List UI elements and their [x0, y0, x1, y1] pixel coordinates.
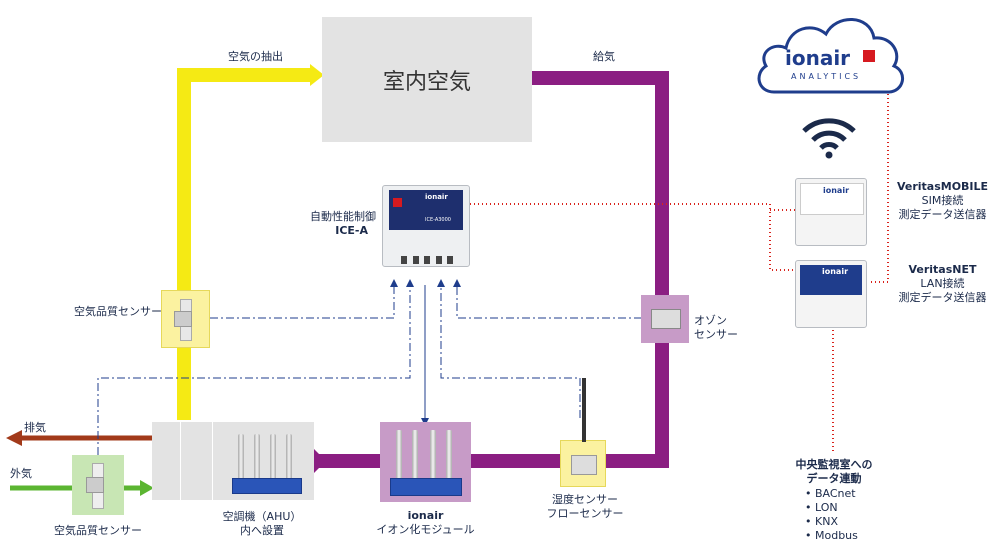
supply-label: 給気	[593, 50, 615, 63]
humidity-label-1: 湿度センサー	[552, 493, 618, 506]
extract-arrow	[310, 64, 324, 86]
exhaust-label: 排気	[24, 421, 46, 434]
veritas-net-line2: 測定データ送信器	[898, 291, 987, 304]
bms-protocol-item: • LON	[805, 501, 838, 514]
signal-ozone	[456, 285, 642, 319]
ahu-label-2: 内へ設置	[240, 524, 284, 537]
ozone-label-2: センサー	[694, 328, 738, 341]
iaq-sensor-top	[161, 290, 210, 348]
link-controller-mobile	[470, 203, 795, 271]
veritas-mobile-screen: ionair	[823, 186, 850, 195]
bms-title-2: データ連動	[806, 472, 862, 485]
humidity-flow-sensor	[560, 440, 606, 487]
ahu-ion-box	[232, 478, 302, 494]
bms-protocol-item: • Modbus	[805, 529, 858, 542]
iaq-sensor-top-label: 空気品質センサー	[74, 305, 162, 318]
bms-protocol-item: • BACnet	[805, 487, 856, 500]
veritas-net-line1: LAN接続	[920, 277, 965, 290]
signal-iaq-top	[210, 285, 395, 319]
extract-label: 空気の抽出	[228, 50, 283, 63]
bms-protocol-list: • BACnet • LON • KNX • Modbus	[805, 487, 858, 543]
veritas-mobile-title: VeritasMOBILE	[896, 180, 989, 193]
controller-connectors	[401, 256, 453, 264]
controller-device: ionair ICE-A3000	[382, 185, 470, 267]
cloud-logo-cube	[863, 50, 875, 62]
veritas-net-screen: ionair	[822, 267, 849, 276]
link-cloud-net	[868, 90, 889, 283]
ozone-label-1: オゾン	[694, 314, 727, 327]
controller-screen-model: ICE-A3000	[425, 217, 451, 223]
supply-duct	[532, 71, 669, 468]
indoor-air-box: 室内空気	[322, 17, 532, 142]
supply-arrow	[314, 449, 326, 473]
ozone-sensor	[641, 295, 689, 343]
signal-humidity	[440, 285, 581, 418]
indoor-air-label: 室内空気	[382, 69, 471, 95]
controller-red-indicator	[393, 198, 402, 207]
outside-label: 外気	[10, 467, 32, 480]
bms-title-1: 中央監視室への	[795, 458, 873, 471]
veritas-net-device: ionair	[795, 260, 867, 328]
exhaust-arrow	[6, 430, 22, 446]
controller-label: 自動性能制御	[310, 210, 376, 223]
veritas-mobile-line1: SIM接続	[921, 194, 964, 207]
humidity-probe	[582, 378, 586, 442]
cloud-sub: ANALYTICS	[791, 72, 862, 81]
ahu-label-1: 空調機（AHU）	[222, 510, 302, 523]
iaq-sensor-bottom-label: 空気品質センサー	[54, 524, 142, 537]
humidity-label-2: フローセンサー	[546, 507, 624, 520]
cloud-brand: ionair	[785, 46, 851, 70]
outside-arrow	[140, 480, 154, 496]
cloud-icon	[757, 18, 904, 94]
iaq-sensor-bottom	[72, 455, 124, 515]
veritas-mobile-device: ionair	[795, 178, 867, 246]
controller-screen-brand: ionair	[425, 193, 448, 201]
veritas-net-title: VeritasNET	[908, 263, 977, 276]
controller-screen: ionair ICE-A3000	[389, 190, 463, 230]
bms-protocol-item: • KNX	[805, 515, 838, 528]
ahu-unit	[152, 422, 314, 500]
signal-iaq-bottom	[97, 285, 411, 455]
controller-model: ICE-A	[335, 224, 368, 237]
wifi-icon	[802, 118, 856, 159]
extract-duct	[177, 68, 315, 420]
ion-module-brand: ionair	[407, 509, 444, 522]
veritas-mobile-line2: 測定データ送信器	[898, 208, 987, 221]
ionization-module	[380, 422, 471, 502]
ion-module-label: イオン化モジュール	[376, 523, 475, 536]
